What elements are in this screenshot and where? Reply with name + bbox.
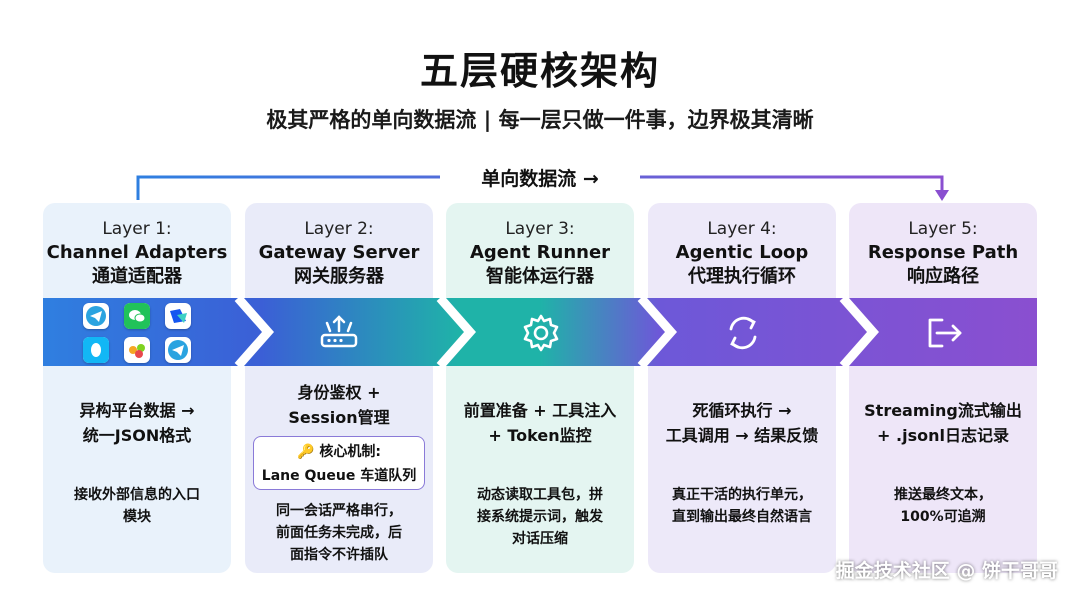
desc-line: + Token监控 [488, 426, 592, 445]
layer-name-en: Response Path [867, 242, 1019, 263]
desc-line: 工具调用 → 结果反馈 [665, 426, 819, 445]
layer-name-zh: 响应路径 [907, 266, 979, 287]
layer-card-1: Layer 1: Channel Adapters 通道适配器 [43, 203, 231, 573]
note-line: 前面任务未完成，后 [276, 525, 402, 541]
note-line: 真正干活的执行单元， [672, 487, 812, 503]
layer-2-note: 同一会话严格串行， 前面任务未完成，后 面指令不许插队 [245, 500, 433, 566]
mechanism-body: Lane Queue 车道队列 [261, 468, 417, 484]
layer-name-zh: 智能体运行器 [486, 266, 594, 287]
note-line: 推送最终文本， [894, 487, 992, 503]
desc-line: 死循环执行 → [692, 401, 792, 420]
layer-4-desc: 死循环执行 → 工具调用 → 结果反馈 [648, 398, 836, 448]
layer-5-desc: Streaming流式输出 + .jsonl日志记录 [849, 398, 1037, 448]
layer-number: Layer 4: [707, 219, 777, 239]
layer-card-3: Layer 3: Agent Runner 智能体运行器 [446, 203, 634, 573]
note-line: 对话压缩 [512, 531, 568, 547]
note-line: 接收外部信息的入口 [74, 487, 200, 503]
layer-1-desc: 异构平台数据 → 统一JSON格式 [43, 398, 231, 448]
layer-number: Layer 5: [908, 219, 978, 239]
telegram-icon [165, 337, 191, 363]
layer-number: Layer 3: [505, 219, 575, 239]
layer-name-en: Gateway Server [258, 242, 420, 263]
desc-line: + .jsonl日志记录 [877, 426, 1009, 445]
layer-number: Layer 1: [102, 219, 172, 239]
layer-name-zh: 代理执行循环 [688, 266, 796, 287]
flow-label: 单向数据流 → [440, 164, 640, 191]
note-line: 直到输出最终自然语言 [672, 509, 812, 525]
page-title: 五层硬核架构 [419, 49, 660, 93]
page-subtitle: 极其严格的单向数据流 | 每一层只做一件事，边界极其清晰 [266, 108, 814, 132]
wechat-icon [124, 303, 150, 329]
note-line: 动态读取工具包，拼 [477, 487, 603, 503]
layer-card-2: Layer 2: Gateway Server 网关服务器 [245, 203, 433, 573]
desc-line: Session管理 [288, 408, 390, 427]
qq-icon [83, 337, 109, 363]
core-mechanism-box: 🔑 核心机制: Lane Queue 车道队列 [253, 436, 425, 490]
layer-3-note: 动态读取工具包，拼 接系统提示词，触发 对话压缩 [446, 484, 634, 550]
layer-card-5: Layer 5: Response Path 响应路径 [849, 203, 1037, 573]
telegram-icon [83, 303, 109, 329]
note-line: 面指令不许插队 [290, 547, 388, 563]
exit-arrow-icon [928, 318, 962, 348]
layer-1-note: 接收外部信息的入口 模块 [43, 484, 231, 528]
desc-line: Streaming流式输出 [864, 401, 1022, 420]
layer-5-note: 推送最终文本， 100%可追溯 [849, 484, 1037, 528]
mechanism-title: 🔑 核心机制: [297, 444, 381, 460]
note-line: 100%可追溯 [900, 509, 986, 525]
loop-arrows-icon [729, 316, 757, 350]
layer-name-en: Channel Adapters [46, 242, 228, 263]
watermark: 掘金技术社区 @ 饼干哥哥 [835, 560, 1058, 582]
layer-name-en: Agentic Loop [675, 242, 809, 263]
desc-line: 身份鉴权 + [297, 383, 381, 402]
desc-line: 异构平台数据 → [79, 401, 195, 420]
layer-name-zh: 网关服务器 [294, 266, 384, 287]
gear-icon [523, 314, 559, 352]
app-logo-icon [124, 337, 150, 363]
layer-2-desc: 身份鉴权 + Session管理 [245, 380, 433, 430]
note-line: 同一会话严格串行， [276, 503, 402, 519]
layer-name-en: Agent Runner [469, 242, 611, 263]
layer-3-desc: 前置准备 + 工具注入 + Token监控 [446, 398, 634, 448]
router-icon [320, 315, 358, 348]
note-line: 接系统提示词，触发 [477, 509, 603, 525]
note-line: 模块 [123, 509, 151, 525]
desc-line: 统一JSON格式 [82, 426, 192, 445]
lark-icon [165, 303, 191, 329]
layer-card-4: Layer 4: Agentic Loop 代理执行循环 [648, 203, 836, 573]
layer-name-zh: 通道适配器 [92, 266, 182, 287]
desc-line: 前置准备 + 工具注入 [463, 401, 617, 420]
layer-number: Layer 2: [304, 219, 374, 239]
layer-4-note: 真正干活的执行单元， 直到输出最终自然语言 [648, 484, 836, 528]
